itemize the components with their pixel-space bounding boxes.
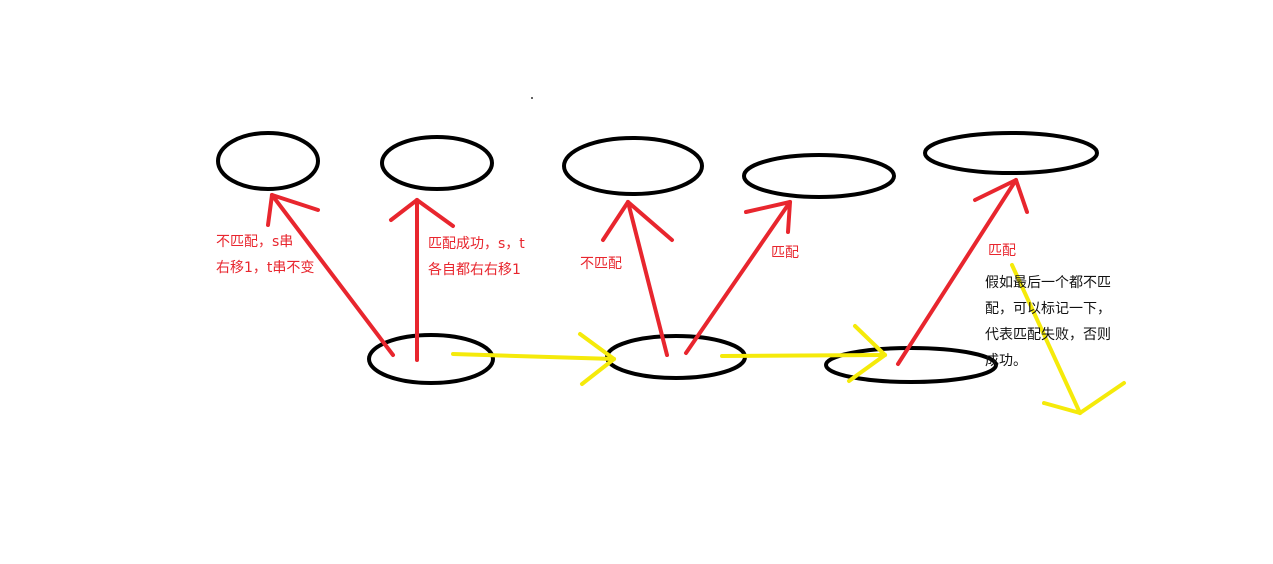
advance-arrow-1-shaft (451, 352, 616, 361)
top-node-5 (923, 131, 1099, 175)
compare-arrow-4-shaft (684, 200, 792, 355)
label-mismatch-2-line-1: 不匹配 (580, 256, 622, 272)
compare-arrow-1-head-b (270, 193, 320, 212)
label-note-line-4: 成功。 (985, 353, 1027, 369)
compare-arrow-3-head-b (626, 200, 674, 242)
label-note-line-2: 配，可以标记一下， (985, 301, 1111, 317)
label-mismatch-1: 不匹配，s串 右移1，t串不变 (216, 229, 314, 281)
label-note: 假如最后一个都不匹 配，可以标记一下， 代表匹配失败，否则 成功。 (985, 270, 1111, 374)
compare-arrow-3-shaft (626, 200, 669, 357)
compare-arrow-5-head-a (973, 178, 1018, 202)
advance-arrow-1-head-a (578, 332, 616, 361)
label-mismatch-2: 不匹配 (580, 251, 622, 277)
label-match-3-line-1: 匹配 (988, 243, 1016, 259)
top-node-2 (380, 135, 494, 191)
bottom-node-1 (367, 333, 495, 385)
label-match-1-line-1: 匹配成功，s，t (428, 236, 525, 252)
compare-arrow-4-head-b (786, 200, 792, 234)
label-match-2: 匹配 (771, 240, 799, 266)
advance-arrow-1-head-b (580, 357, 616, 386)
label-note-line-3: 代表匹配失败，否则 (985, 327, 1111, 343)
advance-arrows (451, 263, 1126, 415)
compare-arrow-4-head-a (744, 200, 792, 214)
compare-arrow-2-head-b (415, 198, 455, 228)
top-node-4 (742, 153, 896, 199)
advance-arrow-3-head-b (1078, 381, 1126, 415)
label-mismatch-1-line-2: 右移1，t串不变 (216, 260, 315, 276)
top-nodes (216, 131, 1099, 199)
label-note-line-1: 假如最后一个都不匹 (985, 275, 1111, 291)
label-match-1-line-2: 各自都右右移1 (428, 262, 521, 278)
stray-dot (531, 97, 533, 99)
label-match-3: 匹配 (988, 238, 1016, 264)
label-match-1: 匹配成功，s，t 各自都右右移1 (428, 231, 525, 283)
top-node-1 (216, 131, 320, 191)
advance-arrow-2-head-a (853, 324, 887, 357)
compare-arrow-2-head-a (389, 198, 419, 222)
bottom-node-3 (824, 346, 998, 384)
compare-arrow-3-head-a (601, 200, 630, 242)
compare-arrow-1-head-a (266, 193, 274, 227)
label-mismatch-1-line-1: 不匹配，s串 (216, 234, 294, 250)
advance-arrow-3-shaft (1010, 263, 1082, 415)
advance-arrow-3-head-a (1042, 401, 1082, 415)
compare-arrow-5-shaft (896, 178, 1018, 366)
advance-arrow-2-shaft (720, 353, 887, 358)
top-node-3 (562, 136, 704, 196)
compare-arrows (266, 178, 1029, 366)
advance-arrow-2-head-b (847, 353, 887, 383)
label-match-2-line-1: 匹配 (771, 245, 799, 261)
compare-arrow-5-head-b (1014, 178, 1029, 214)
compare-arrow-1-shaft (270, 193, 395, 357)
